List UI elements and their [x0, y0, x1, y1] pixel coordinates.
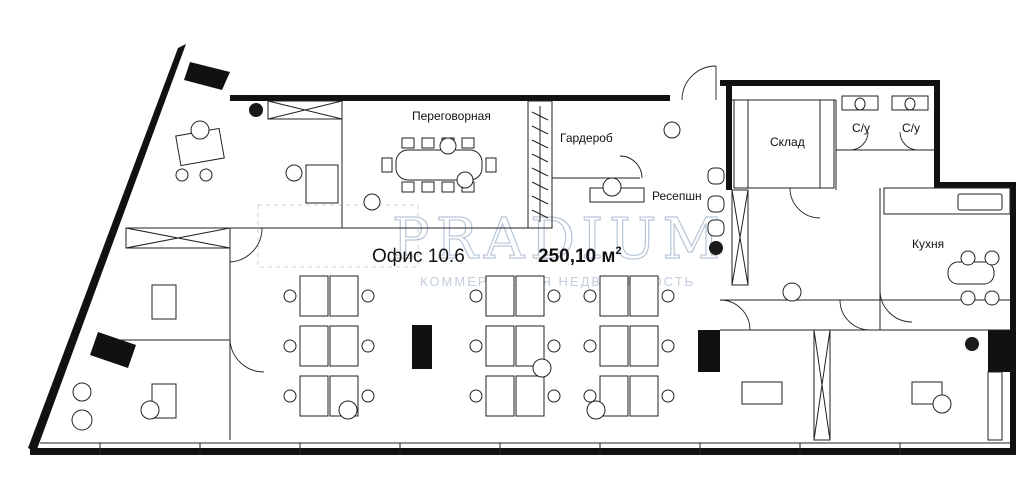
office-chair	[547, 339, 561, 353]
office-chair	[583, 389, 597, 403]
open-desk	[599, 325, 629, 367]
office-name: Офис 10.6	[372, 246, 465, 267]
office-chair	[361, 389, 375, 403]
office-chair	[547, 389, 561, 403]
wc-fixtures	[841, 95, 929, 111]
doors	[229, 65, 919, 373]
office-chair	[469, 289, 483, 303]
office-chair	[283, 339, 297, 353]
open-desk	[515, 275, 545, 317]
open-desk	[299, 375, 329, 417]
plant-icon	[249, 103, 979, 351]
office-chair	[283, 389, 297, 403]
label-wc-right: С/у	[902, 121, 920, 135]
label-wardrobe: Гардероб	[560, 131, 613, 145]
open-desk	[329, 325, 359, 367]
label-storage: Склад	[770, 135, 805, 149]
open-space-desks	[283, 275, 675, 417]
corner-office-desk	[175, 120, 225, 182]
open-desk	[629, 275, 659, 317]
lounge-sofa	[285, 164, 339, 204]
open-desk	[599, 275, 629, 317]
open-desk	[515, 375, 545, 417]
wardrobe-rack	[531, 106, 549, 222]
office-chair	[547, 289, 561, 303]
meeting-person-icon	[363, 137, 474, 211]
office-heading: Офис 10.6 250,10 м2	[372, 245, 622, 267]
office-chair	[469, 389, 483, 403]
label-reception: Ресепшн	[652, 189, 702, 203]
open-desk	[629, 325, 659, 367]
office-chair	[361, 289, 375, 303]
office-chair	[361, 339, 375, 353]
open-desk	[299, 325, 329, 367]
label-kitchen: Кухня	[912, 237, 944, 251]
open-desk	[629, 375, 659, 417]
open-desk	[485, 325, 515, 367]
office-chair	[283, 289, 297, 303]
room-labels: Переговорная Гардероб Ресепшн Склад С/у …	[412, 109, 944, 251]
office-chair	[469, 339, 483, 353]
small-office-desks	[71, 282, 952, 431]
kitchen-fixtures	[883, 187, 1011, 306]
office-chair	[661, 339, 675, 353]
office-chair	[661, 389, 675, 403]
office-chair	[661, 289, 675, 303]
open-desk	[299, 275, 329, 317]
office-area: 250,10 м2	[538, 245, 622, 267]
meeting-table	[381, 137, 497, 193]
office-area-sup: 2	[615, 245, 621, 257]
reception-desk	[589, 121, 725, 237]
open-desk	[329, 275, 359, 317]
watermark-brand: PRADIUM	[392, 207, 726, 272]
office-chair	[583, 339, 597, 353]
office-chair	[583, 289, 597, 303]
open-desk	[485, 375, 515, 417]
office-area-value: 250,10 м	[538, 246, 615, 267]
exterior-walls	[28, 44, 1016, 455]
label-meeting-room: Переговорная	[412, 109, 491, 123]
open-desk	[485, 275, 515, 317]
windows-bottom	[40, 442, 1010, 455]
label-wc-left: С/у	[852, 121, 870, 135]
